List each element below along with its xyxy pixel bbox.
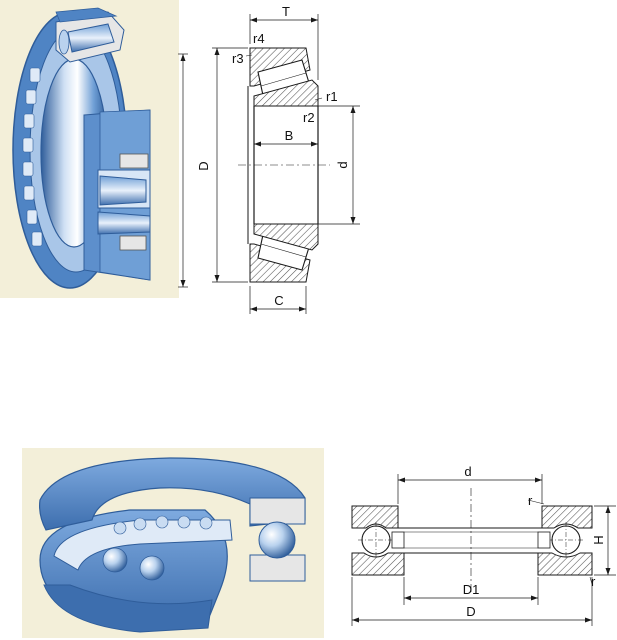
inner-ring-bottom-section — [253, 223, 319, 251]
label-r3: r3 — [232, 51, 244, 66]
roller-lower — [97, 211, 151, 235]
label-d: d — [464, 464, 471, 479]
thrust-bearing-drawing — [351, 474, 616, 626]
lower-washer-right — [537, 552, 593, 576]
inner-ring-top-section — [253, 79, 319, 107]
ball-row — [113, 515, 213, 535]
cage-left — [391, 531, 405, 549]
cage-segment — [119, 153, 149, 169]
label-r-bottom: r — [591, 574, 596, 589]
tapered-bearing-drawing — [178, 14, 360, 314]
label-r4: r4 — [253, 31, 265, 46]
label-D: D — [466, 604, 475, 619]
ball — [102, 547, 128, 573]
label-r2: r2 — [303, 110, 315, 125]
lower-washer-left — [351, 552, 405, 576]
ball-cage — [53, 519, 233, 571]
cage-segment — [119, 235, 147, 251]
label-T: T — [282, 4, 290, 19]
thrust-bearing-render — [22, 448, 324, 638]
label-r-top: r — [528, 493, 533, 508]
label-D1: D1 — [463, 582, 480, 597]
roller-end — [58, 29, 70, 55]
outer-ring-top — [55, 7, 118, 23]
label-d: d — [335, 161, 350, 168]
cage-right — [537, 531, 551, 549]
label-D: D — [196, 161, 211, 170]
upper-washer-left — [351, 505, 399, 529]
label-C: C — [274, 293, 283, 308]
roller-top — [67, 23, 115, 53]
label-H: H — [591, 535, 606, 544]
upper-washer-right — [541, 505, 593, 529]
lower-washer-cut — [249, 554, 306, 582]
lower-washer-side — [43, 584, 213, 633]
tapered-bearing-render — [0, 0, 179, 298]
ball-large — [258, 521, 296, 559]
roller-row — [22, 67, 43, 247]
ball — [139, 555, 165, 581]
label-B: B — [285, 128, 294, 143]
label-r1: r1 — [326, 89, 338, 104]
upper-washer-cut — [249, 497, 306, 525]
roller-section — [99, 175, 147, 206]
